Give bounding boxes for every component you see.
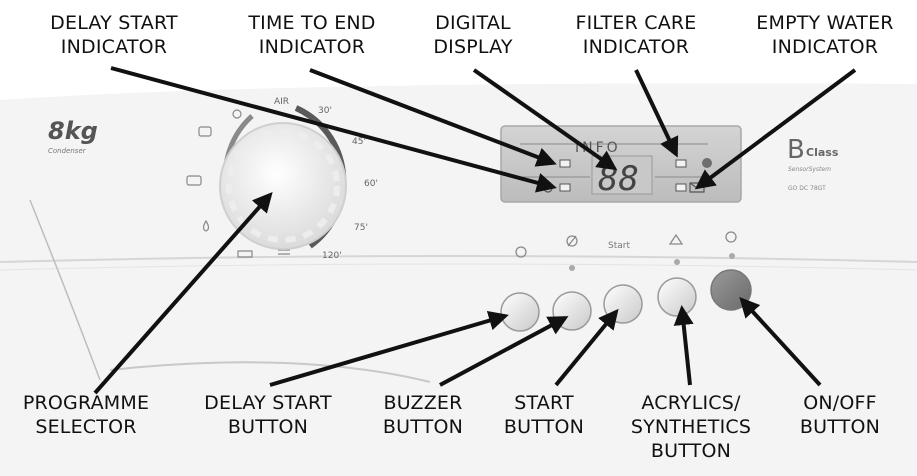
empty-water-led — [675, 183, 687, 192]
callout-line: DISPLAY — [433, 36, 513, 58]
callout-line: BUTTON — [382, 416, 464, 438]
pointer-empty-water-indicator — [694, 68, 857, 190]
power-led — [729, 253, 735, 259]
acrylics-button[interactable] — [657, 277, 697, 317]
callout-line: DELAY START — [204, 392, 332, 414]
capacity-label: 8kg — [48, 117, 98, 145]
pointer-digital-display — [472, 68, 618, 171]
callout-pointers — [93, 66, 857, 395]
callout-line: START — [514, 392, 574, 414]
buzzer-icon — [566, 235, 578, 247]
dial-label-air: AIR — [274, 97, 289, 107]
brand-sensor-system: SensorSystem — [788, 166, 831, 173]
dial-label-60: 60' — [364, 179, 378, 189]
callout-line: BUTTON — [799, 416, 881, 438]
callout-line: SELECTOR — [35, 416, 137, 438]
dial-program-icons — [186, 109, 290, 258]
delay-start-button[interactable] — [500, 292, 540, 332]
program-icon — [198, 126, 212, 137]
start-label: Start — [608, 241, 630, 251]
delay-start-led — [559, 183, 571, 192]
display-info-label: INFO — [575, 140, 621, 156]
callout-buzzer-button: BUZZER BUTTON — [373, 391, 473, 439]
acrylics-icon — [668, 233, 684, 245]
callout-line: INDICATOR — [771, 36, 879, 58]
delay-start-icon — [515, 246, 527, 258]
acrylics-led — [674, 259, 680, 265]
callout-line: INDICATOR — [258, 36, 366, 58]
callout-delay-start-button: DELAY START BUTTON — [183, 391, 353, 439]
callout-onoff-button: ON/OFF BUTTON — [784, 391, 896, 439]
callout-programme-selector: PROGRAMME SELECTOR — [2, 391, 170, 439]
callout-empty-water-indicator: EMPTY WATER INDICATOR — [737, 11, 913, 59]
callout-line: ACRYLICS/ — [641, 392, 741, 414]
brand-class: Class — [806, 146, 839, 159]
wool-icon — [237, 250, 253, 258]
pointer-delay-start-indicator — [110, 66, 557, 193]
buzzer-icon-slash — [567, 235, 577, 247]
callout-time-to-end-indicator: TIME TO END INDICATOR — [228, 11, 396, 59]
callout-line: SYNTHETICS — [630, 416, 752, 438]
callout-line: BUTTON — [227, 416, 309, 438]
callout-line: DIGITAL — [435, 12, 511, 34]
pointer-onoff-button — [739, 297, 822, 387]
program-icon — [232, 109, 242, 119]
callout-line: BUZZER — [383, 392, 463, 414]
filter-care-led — [675, 159, 687, 168]
callout-digital-display: DIGITAL DISPLAY — [418, 11, 528, 59]
pointer-buzzer-button — [439, 316, 569, 387]
program-icon — [186, 175, 202, 186]
callout-line: PROGRAMME — [22, 392, 150, 414]
pointer-start-button — [554, 308, 619, 387]
dial-labels: AIR 30' 45' 60' 75' 120' — [274, 97, 378, 261]
dial-label-120: 120' — [322, 251, 342, 261]
power-icon — [725, 231, 737, 243]
model-label: GO DC 78GT — [788, 185, 826, 192]
dial-label-45: 45' — [352, 137, 366, 147]
pointer-programme-selector — [93, 192, 273, 395]
callout-line: TIME TO END — [248, 12, 376, 34]
buzzer-led — [569, 265, 575, 271]
pointer-delay-start-button — [269, 310, 509, 387]
callout-start-button: START BUTTON — [494, 391, 594, 439]
button-icons — [515, 231, 737, 258]
callout-line: BUTTON — [650, 440, 732, 462]
callout-line: FILTER CARE — [575, 12, 697, 34]
brand-b: B — [787, 135, 805, 165]
dial-label-30: 30' — [318, 106, 332, 116]
pointer-time-to-end-indicator — [309, 68, 557, 167]
time-to-end-led — [559, 159, 571, 168]
pointer-acrylics-button — [673, 305, 694, 386]
capacity-sub-label: Condenser — [48, 147, 87, 155]
callout-acrylics-button: ACRYLICS/ SYNTHETICS BUTTON — [616, 391, 766, 463]
dial-label-75: 75' — [354, 223, 368, 233]
pointer-filter-care-indicator — [634, 69, 679, 158]
callout-line: DELAY START — [50, 12, 178, 34]
digital-display: INFO 88 — [500, 125, 742, 203]
callout-filter-care-indicator: FILTER CARE INDICATOR — [553, 11, 719, 59]
callout-line: BUTTON — [503, 416, 585, 438]
callout-line: ON/OFF — [803, 392, 877, 414]
buzzer-button[interactable] — [552, 291, 592, 331]
program-icon — [278, 249, 290, 255]
callout-delay-start-indicator: DELAY START INDICATOR — [23, 11, 205, 59]
display-dot-icon — [702, 158, 712, 168]
callout-line: INDICATOR — [60, 36, 168, 58]
drop-icon — [202, 219, 210, 232]
display-digits: 88 — [598, 159, 639, 199]
callout-line: INDICATOR — [582, 36, 690, 58]
callout-line: EMPTY WATER — [756, 12, 894, 34]
